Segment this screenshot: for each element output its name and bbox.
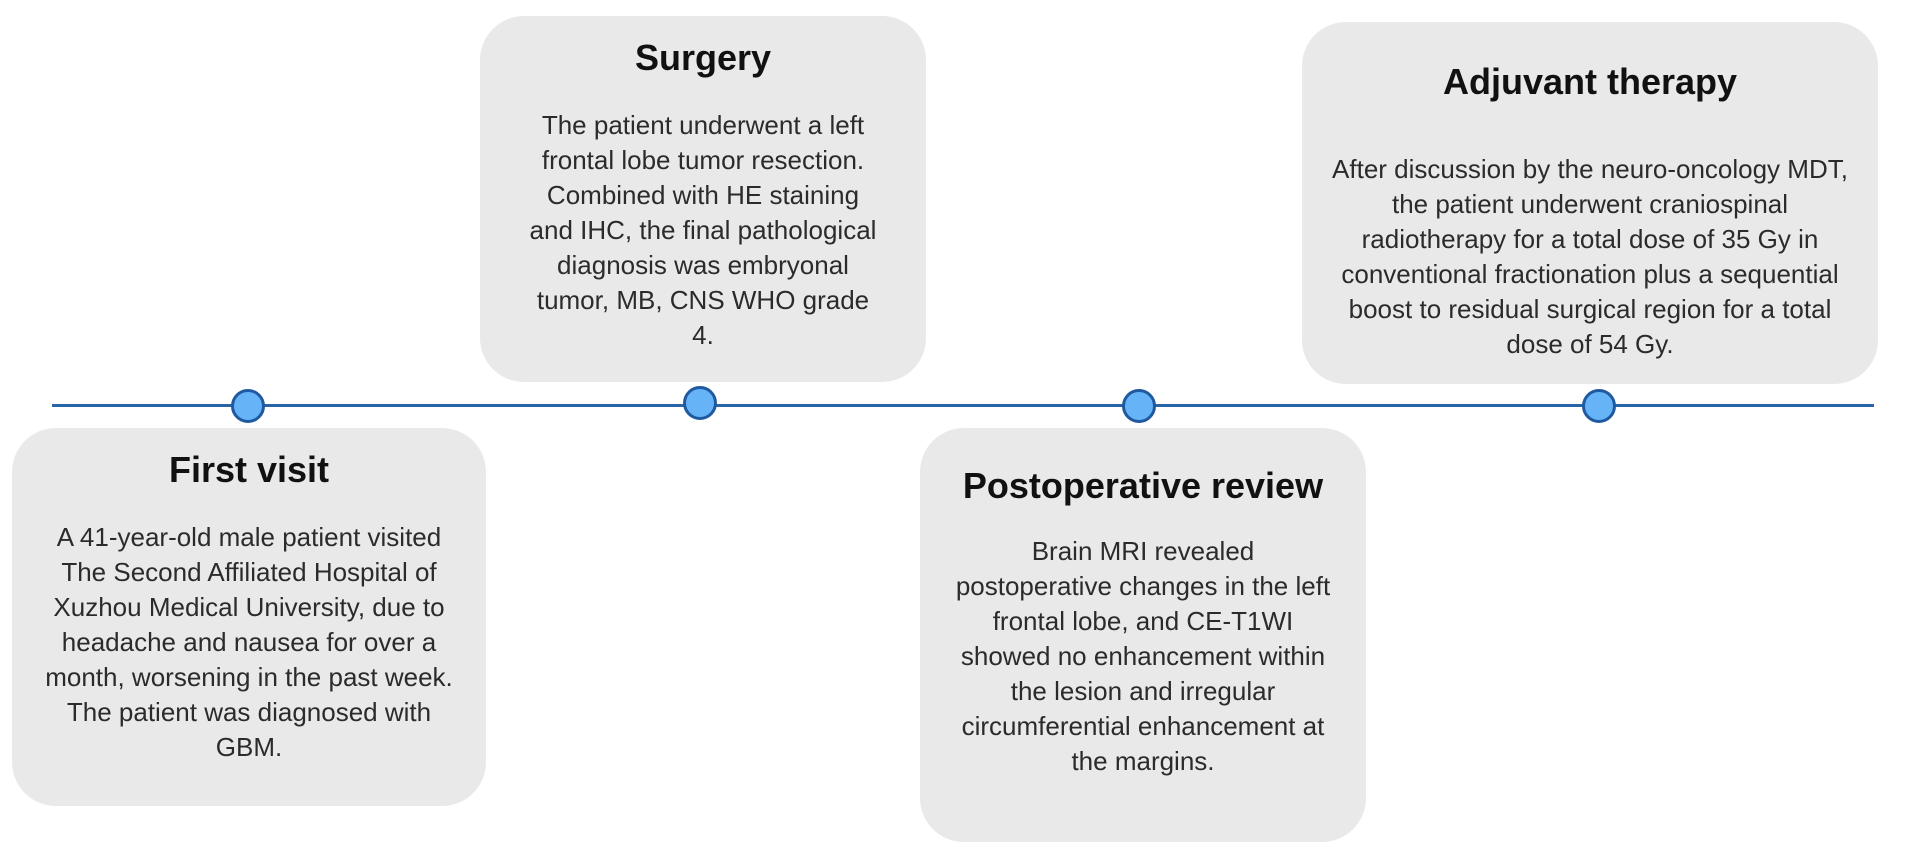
event-description: A 41-year-old male patient visited The S… xyxy=(45,522,453,762)
event-card-first-visit: First visit A 41-year-old male patient v… xyxy=(12,428,486,806)
event-title: Postoperative review xyxy=(962,465,1324,506)
event-title: Adjuvant therapy xyxy=(1442,61,1738,102)
timeline-node-adjuvant-therapy xyxy=(1582,389,1616,423)
event-title: Surgery xyxy=(634,37,772,78)
event-description: After discussion by the neuro-oncology M… xyxy=(1332,154,1848,359)
event-card-surgery: Surgery The patient underwent a left fro… xyxy=(480,16,926,382)
event-card-adjuvant-therapy: Adjuvant therapy After discussion by the… xyxy=(1302,22,1878,384)
event-card-postoperative-review: Postoperative review Brain MRI revealed … xyxy=(920,428,1366,842)
timeline-node-postoperative-review xyxy=(1122,389,1156,423)
timeline-node-surgery xyxy=(683,386,717,420)
event-title: First visit xyxy=(168,449,330,490)
event-description: The patient underwent a left frontal lob… xyxy=(529,110,877,350)
event-description: Brain MRI revealed postoperative changes… xyxy=(955,536,1331,776)
timeline-node-first-visit xyxy=(231,389,265,423)
timeline-axis xyxy=(52,404,1874,407)
